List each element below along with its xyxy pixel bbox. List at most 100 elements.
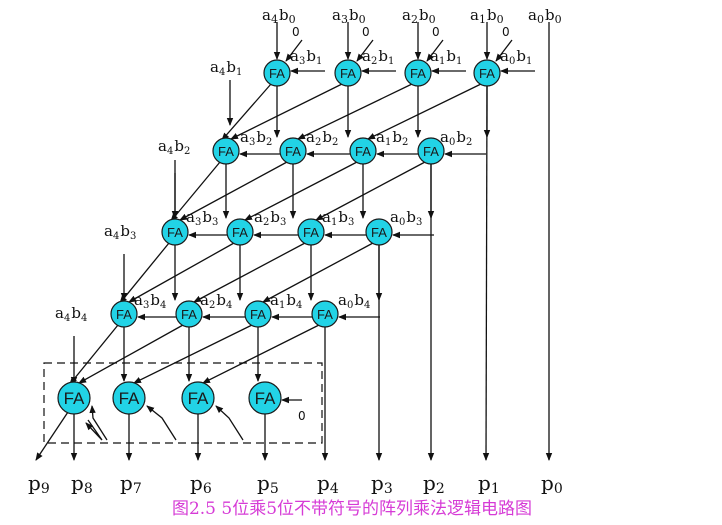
row-term-label: a1b1 <box>430 47 462 67</box>
fa-cell: FA <box>244 300 272 328</box>
output-label: p7 <box>120 471 142 497</box>
fa-cell: FA <box>365 218 393 246</box>
top-term-label: a3b0 <box>332 6 366 26</box>
sum-wire <box>179 161 288 221</box>
fa-circle <box>175 300 203 328</box>
fa-circle <box>57 381 91 415</box>
ripple-carry-wire <box>215 405 244 441</box>
fa-cell: FA <box>349 137 377 165</box>
fa-circle <box>417 137 445 165</box>
fa-cell: FA <box>417 137 445 165</box>
zero-label: 0 <box>362 25 370 39</box>
output-label: p8 <box>71 471 93 497</box>
row-term-label: a1b3 <box>322 208 354 228</box>
fa-circle <box>226 218 254 246</box>
sum-wire <box>78 324 184 384</box>
fa-cell: FA <box>334 59 362 87</box>
zero-input-wire <box>285 39 303 62</box>
fa-label: FA <box>410 66 426 81</box>
output-label: p9 <box>28 471 50 497</box>
row-term-label: a4b1 <box>210 58 242 78</box>
fa-label: FA <box>371 225 387 240</box>
fa-label: FA <box>340 66 356 81</box>
sum-wire <box>367 83 482 140</box>
output-label: p5 <box>257 471 279 497</box>
sum-wire <box>193 242 306 303</box>
fa-circle <box>263 59 291 87</box>
sum-wire <box>170 161 221 222</box>
fa-label: FA <box>255 389 276 408</box>
fa-cell: FA <box>110 300 138 328</box>
fa-label: FA <box>181 307 197 322</box>
p1-wire <box>482 85 490 461</box>
zero-input-wire <box>356 39 374 62</box>
fa-label: FA <box>285 144 301 159</box>
row-term-label: a0b4 <box>338 291 370 311</box>
fa-label: FA <box>167 225 183 240</box>
sum-wire <box>119 242 170 304</box>
fa-circle <box>248 381 282 415</box>
fa-circle <box>244 300 272 328</box>
row-term-label: a3b4 <box>134 291 166 311</box>
ripple-carry-wire <box>146 405 177 441</box>
fa-circle <box>311 300 339 328</box>
p9-wire <box>35 411 69 461</box>
row-term-label: a3b1 <box>290 47 322 67</box>
fa-cell: FA <box>181 381 215 415</box>
top-term-label: a1b0 <box>470 6 504 26</box>
sum-wire <box>297 83 413 140</box>
row-term-label: a2b3 <box>254 208 286 228</box>
sum-wire <box>230 83 343 140</box>
fa-cell: FA <box>175 300 203 328</box>
fa-label: FA <box>303 225 319 240</box>
fa-label: FA <box>232 225 248 240</box>
output-label: p2 <box>423 471 445 497</box>
fa-cell: FA <box>404 59 432 87</box>
fa-cell: FA <box>263 59 291 87</box>
fa-label: FA <box>64 389 85 408</box>
sum-wire <box>221 83 272 141</box>
ripple-carry-wire <box>89 405 108 441</box>
fa-cell: FA <box>57 381 91 415</box>
sum-wire <box>262 242 374 303</box>
zero-input-wire <box>426 39 444 62</box>
fa-circle <box>404 59 432 87</box>
row-term-label: a1b2 <box>376 128 408 148</box>
ripple-adder-box <box>43 362 323 444</box>
fa-circle <box>473 59 501 87</box>
zero-input-wire <box>495 39 513 62</box>
ripple-carry-wire <box>85 419 103 441</box>
row-term-label: a0b3 <box>390 208 422 228</box>
fa-label: FA <box>423 144 439 159</box>
sum-wire <box>202 324 320 384</box>
fa-circle <box>112 381 146 415</box>
zero-label: 0 <box>502 25 510 39</box>
zero-label: 0 <box>432 25 440 39</box>
wires-layer <box>35 22 553 461</box>
fa-cell: FA <box>297 218 325 246</box>
top-term-label: a4b0 <box>262 6 296 26</box>
fa-cell: FA <box>161 218 189 246</box>
fa-label: FA <box>479 66 495 81</box>
sum-wire <box>315 161 426 221</box>
fa-label: FA <box>355 144 371 159</box>
fa-circle <box>212 137 240 165</box>
zero-label: 0 <box>292 25 300 39</box>
row-term-label: a2b2 <box>306 128 338 148</box>
output-label: p6 <box>190 471 212 497</box>
fa-circle <box>365 218 393 246</box>
fa-label: FA <box>116 307 132 322</box>
fa-cell: FA <box>248 381 282 415</box>
zero-label: 0 <box>298 409 306 423</box>
sum-wire <box>128 242 235 303</box>
fa-label: FA <box>188 389 209 408</box>
row-term-label: a4b3 <box>104 222 136 242</box>
fa-cell: FA <box>311 300 339 328</box>
sum-wire <box>244 161 358 221</box>
row-term-label: a3b2 <box>240 128 272 148</box>
fa-label: FA <box>317 307 333 322</box>
fa-circle <box>161 218 189 246</box>
